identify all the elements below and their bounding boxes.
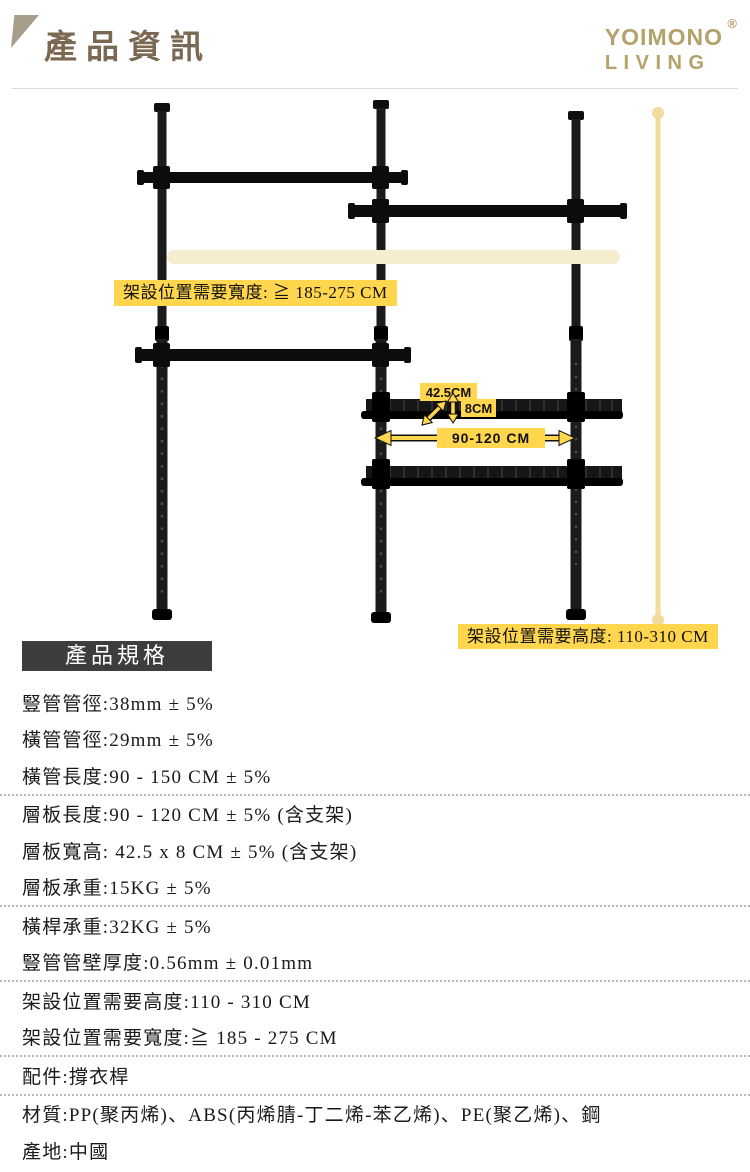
spec-row: 材質:PP(聚丙烯)、ABS(丙烯腈-丁二烯-苯乙烯)、PE(聚乙烯)、鋼 bbox=[22, 1105, 602, 1127]
brand-logo: YOIMONO LIVING ® bbox=[604, 17, 737, 74]
spec-row: 產地:中國 bbox=[22, 1141, 110, 1163]
right-pole bbox=[566, 111, 586, 620]
header-divider bbox=[12, 88, 738, 89]
spec-row: 橫管管徑:29mm ± 5% bbox=[22, 730, 214, 752]
spec-row: 橫桿承重:32KG ± 5% bbox=[22, 916, 212, 938]
shelf-height-annotation: 8CM bbox=[446, 392, 496, 424]
top-right-crossbar bbox=[348, 199, 627, 223]
spec-group: 豎管管徑:38mm ± 5% 橫管管徑:29mm ± 5% 橫管長度:90 - … bbox=[0, 684, 750, 796]
spec-row: 配件:撐衣桿 bbox=[22, 1066, 130, 1088]
shelf-depth-arrow-icon bbox=[421, 400, 447, 426]
page-title: 產品資訊 bbox=[44, 30, 212, 66]
brand-subname: LIVING bbox=[604, 52, 711, 74]
shelf-height-label: 8CM bbox=[465, 401, 492, 416]
spec-group: 層板長度:90 - 120 CM ± 5% (含支架) 層板寬高: 42.5 x… bbox=[0, 796, 750, 907]
hanger-rod-highlight bbox=[167, 250, 620, 264]
height-requirement-label: 架設位置需要高度: 110-310 CM bbox=[458, 624, 718, 649]
shelf-width-label: 90-120 CM bbox=[452, 430, 530, 446]
spec-row: 橫管長度:90 - 150 CM ± 5% bbox=[22, 766, 272, 788]
shelf-depth-annotation: 42.5CM bbox=[420, 383, 477, 426]
spec-group: 架設位置需要高度:110 - 310 CM 架設位置需要寬度:≧ 185 - 2… bbox=[0, 982, 750, 1057]
spec-row: 豎管管壁厚度:0.56mm ± 0.01mm bbox=[22, 953, 314, 975]
spec-row: 豎管管徑:38mm ± 5% bbox=[22, 693, 214, 715]
rack-illustration: 42.5CM 8CM bbox=[135, 100, 664, 626]
spec-group: 橫桿承重:32KG ± 5% 豎管管壁厚度:0.56mm ± 0.01mm bbox=[0, 907, 750, 982]
product-diagram: 42.5CM 8CM bbox=[0, 95, 750, 670]
spec-row: 架設位置需要寬度:≧ 185 - 275 CM bbox=[22, 1028, 338, 1050]
width-requirement-label: 架設位置需要寬度: ≧ 185-275 CM bbox=[114, 280, 397, 306]
spec-group: 材質:PP(聚丙烯)、ABS(丙烯腈-丁二烯-苯乙烯)、PE(聚乙烯)、鋼 產地… bbox=[0, 1096, 750, 1169]
corner-decoration-icon bbox=[11, 15, 39, 48]
shelf-width-annotation: 90-120 CM bbox=[373, 428, 577, 448]
shelf-depth-label: 42.5CM bbox=[426, 385, 472, 400]
spec-row: 層板承重:15KG ± 5% bbox=[22, 878, 212, 900]
specs-section-title: 產品規格 bbox=[22, 641, 212, 671]
spec-row: 層板寬高: 42.5 x 8 CM ± 5% (含支架) bbox=[22, 841, 358, 863]
lower-left-crossbar bbox=[135, 343, 411, 367]
left-pole bbox=[152, 103, 172, 620]
spec-list: 豎管管徑:38mm ± 5% 橫管管徑:29mm ± 5% 橫管長度:90 - … bbox=[0, 684, 750, 1169]
top-left-crossbar bbox=[137, 166, 408, 189]
shelf-lower bbox=[361, 459, 623, 489]
spec-row: 層板長度:90 - 120 CM ± 5% (含支架) bbox=[22, 805, 353, 827]
spec-row: 架設位置需要高度:110 - 310 CM bbox=[22, 991, 311, 1013]
spec-group: 配件:撐衣桿 bbox=[0, 1057, 750, 1096]
height-measure-line bbox=[652, 107, 664, 626]
shelf-height-arrow-icon bbox=[446, 392, 460, 424]
brand-name: YOIMONO bbox=[604, 24, 723, 50]
registered-mark-icon: ® bbox=[727, 16, 737, 31]
